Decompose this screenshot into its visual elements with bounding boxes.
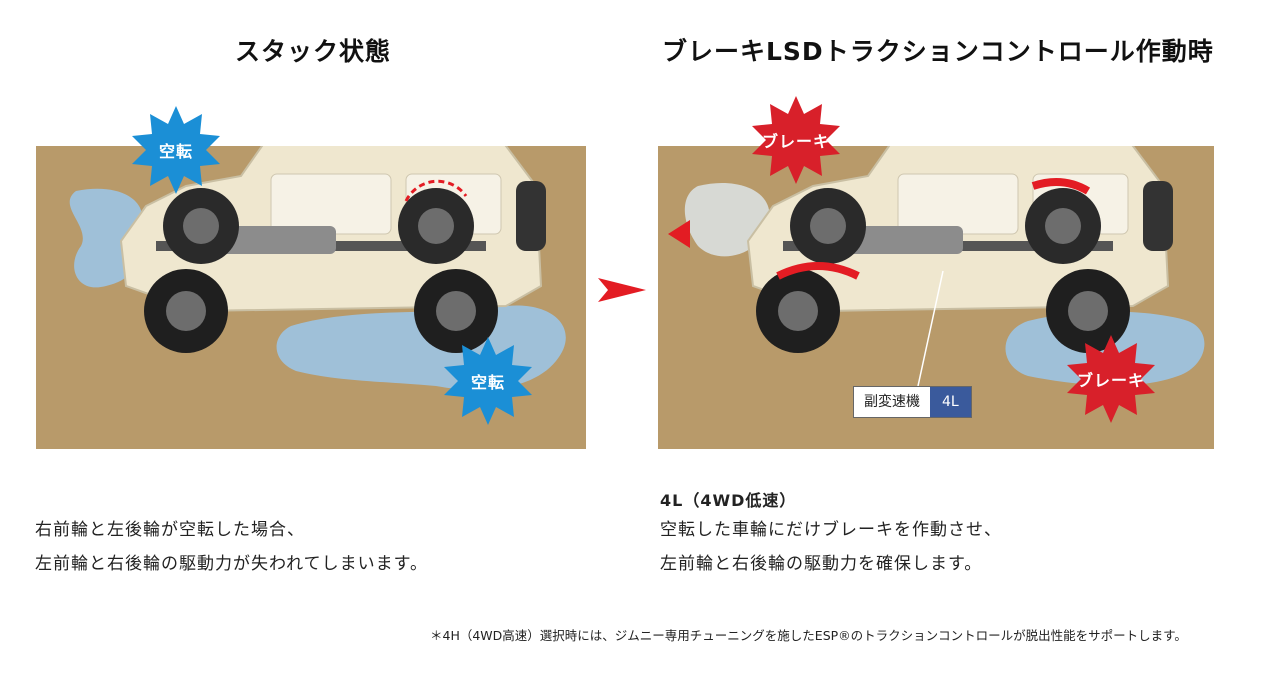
left-description-line1: 右前輪と左後輪が空転した場合、	[35, 520, 305, 540]
spin-badge-bottom-label: 空転	[470, 373, 505, 392]
right-description: 空転した車輪にだけブレーキを作動させ、 左前輪と右後輪の駆動力を確保します。	[660, 513, 1002, 581]
spin-badge-top-label: 空転	[158, 142, 193, 161]
transfer-case-indicator: 副変速機 4L	[853, 386, 972, 418]
spin-badge-top: 空転	[130, 104, 222, 196]
right-description-line2: 左前輪と右後輪の駆動力を確保します。	[660, 554, 983, 574]
right-subheading: 4L（4WD低速）	[660, 491, 797, 510]
left-description: 右前輪と左後輪が空転した場合、 左前輪と右後輪の駆動力が失われてしまいます。	[35, 513, 428, 581]
brake-badge-bottom: ブレーキ	[1065, 333, 1157, 425]
right-description-line1: 空転した車輪にだけブレーキを作動させ、	[660, 520, 1002, 540]
spin-badge-bottom: 空転	[442, 335, 534, 427]
left-title: スタック状態	[235, 37, 392, 66]
transfer-case-label: 副変速機	[854, 387, 930, 417]
transfer-case-value: 4L	[930, 387, 971, 417]
footnote: ＊4H（4WD高速）選択時には、ジムニー専用チューニングを施したESP®のトラク…	[430, 628, 1187, 643]
right-title: ブレーキLSDトラクションコントロール作動時	[662, 37, 1214, 66]
left-description-line2: 左前輪と右後輪の駆動力が失われてしまいます。	[35, 554, 428, 574]
next-arrow-icon	[598, 278, 646, 302]
brake-badge-bottom-label: ブレーキ	[1076, 371, 1145, 390]
stuck-illustration	[36, 146, 586, 449]
brake-badge-top: ブレーキ	[750, 94, 842, 186]
brake-badge-top-label: ブレーキ	[761, 132, 830, 151]
